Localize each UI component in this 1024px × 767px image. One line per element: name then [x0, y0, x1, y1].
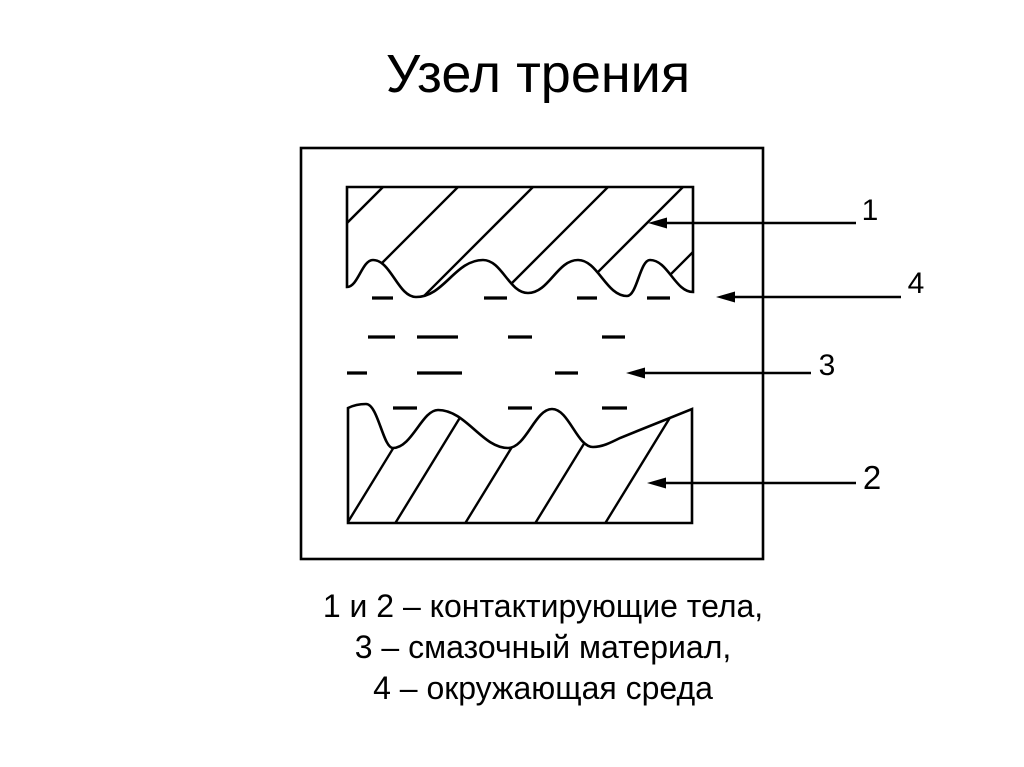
- callout-arrow-3: [626, 367, 811, 379]
- page-title: Узел трения: [385, 44, 691, 104]
- lower-body-hatching: [348, 404, 684, 523]
- lower-body-outline: [346, 402, 694, 525]
- callout-label-2: 2: [862, 459, 882, 496]
- arrowhead-2: [647, 477, 666, 489]
- legend-line-lubricant: 3 – смазочный материал,: [354, 629, 732, 665]
- callout-arrow-1: [648, 217, 856, 229]
- arrowhead-4: [716, 291, 735, 303]
- legend-line-bodies: 1 и 2 – контактирующие тела,: [322, 588, 764, 624]
- legend-line-environment: 4 – окружающая среда: [373, 670, 713, 706]
- legend-caption: 1 и 2 – контактирующие тела, 3 – смазочн…: [63, 586, 1023, 709]
- callout-arrow-2: [647, 477, 856, 489]
- callout-label-3: 3: [818, 349, 836, 382]
- callout-label-4: 4: [907, 267, 925, 300]
- outer-frame: [299, 146, 765, 561]
- callout-label-1: 1: [861, 194, 879, 227]
- arrowhead-1: [648, 217, 667, 229]
- arrowhead-3: [626, 367, 645, 379]
- upper-body-outline: [345, 185, 695, 299]
- callout-arrow-4: [716, 291, 901, 303]
- upper-body-hatching: [347, 187, 693, 297]
- lubricant-dashes: [347, 296, 670, 410]
